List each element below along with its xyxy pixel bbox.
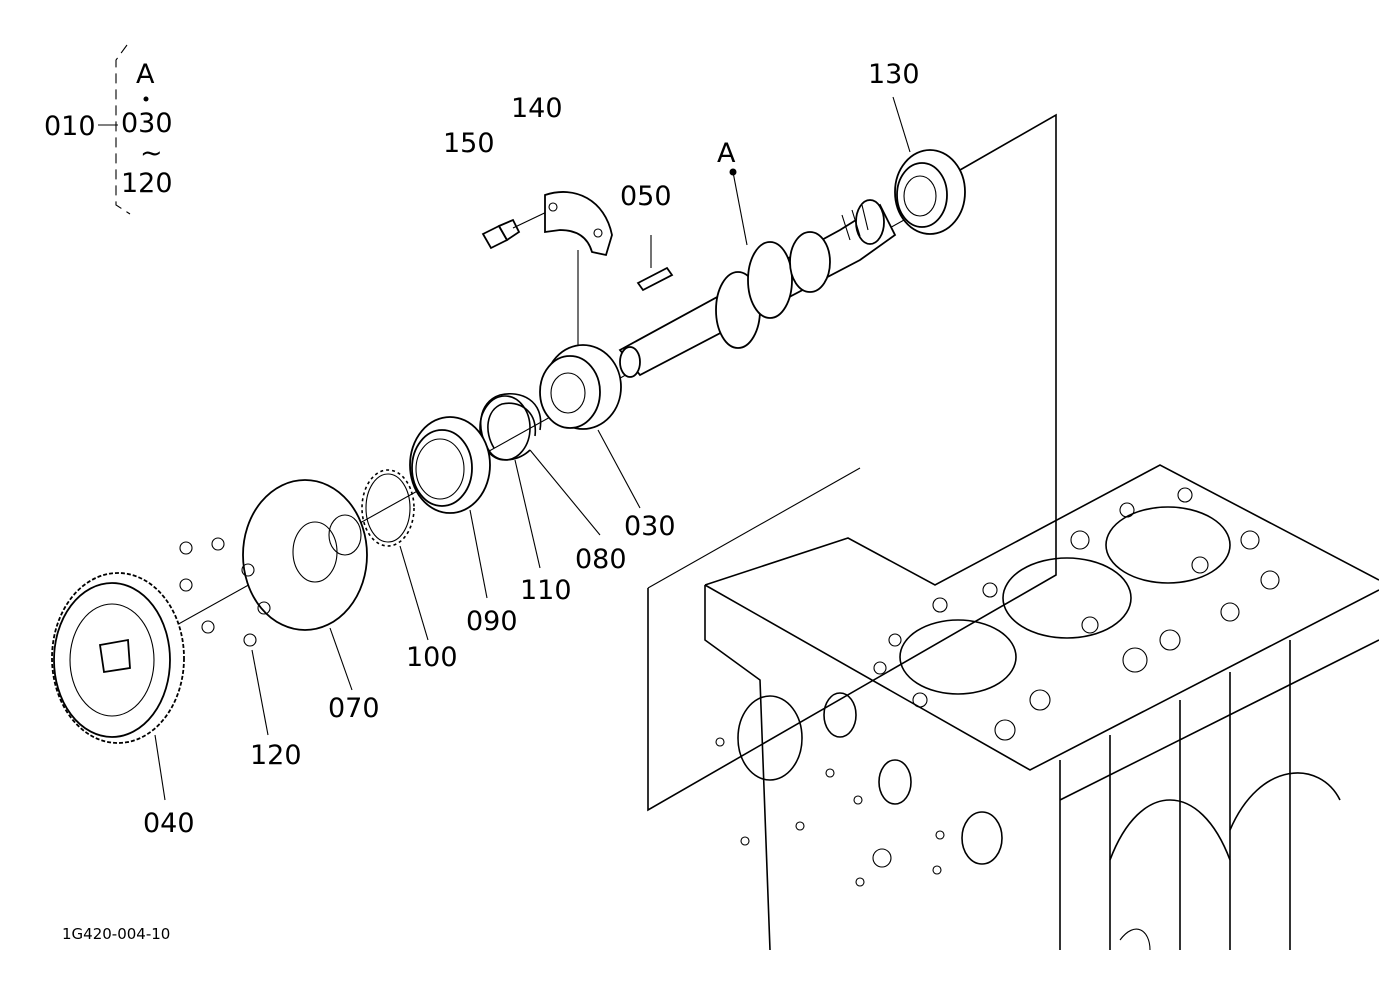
callout-A: A [717,138,736,169]
callout-070: 070 [328,693,380,724]
part-140-thrust-plate [544,191,613,345]
part-100-ball-ring [361,469,429,641]
part-120-balls [179,537,271,736]
assembly-group-bracket: A 010 030 ~ 120 [44,44,173,215]
part-110-ring [479,395,541,569]
part-040-gear [51,572,185,801]
part-130-bearing [892,96,966,235]
callout-110: 110 [520,575,572,606]
part-030-bearing [539,344,641,509]
callout-090: 090 [466,606,518,637]
diagram-code: 1G420-004-10 [62,925,170,943]
callout-labels: 130 140 150 A 050 030 080 110 090 100 07… [143,59,920,839]
part-070-washer [242,479,368,691]
group-to-label: 120 [121,168,173,199]
group-parent-label: 010 [44,111,96,142]
callout-080: 080 [575,544,627,575]
engine-block-outline [647,113,1379,951]
part-050-key [636,235,674,292]
group-tilde-label: ~ [140,138,163,169]
part-090-seal [409,416,491,599]
group-from-label: 030 [121,108,173,139]
callout-050: 050 [620,181,672,212]
group-ref-label: A [136,59,155,90]
part-150-bolt [481,207,556,250]
callout-150: 150 [443,128,495,159]
callout-140: 140 [511,93,563,124]
callout-120: 120 [250,740,302,771]
callout-130: 130 [868,59,920,90]
callout-040: 040 [143,808,195,839]
callout-100: 100 [406,642,458,673]
callout-030: 030 [624,511,676,542]
camshaft [618,168,897,378]
